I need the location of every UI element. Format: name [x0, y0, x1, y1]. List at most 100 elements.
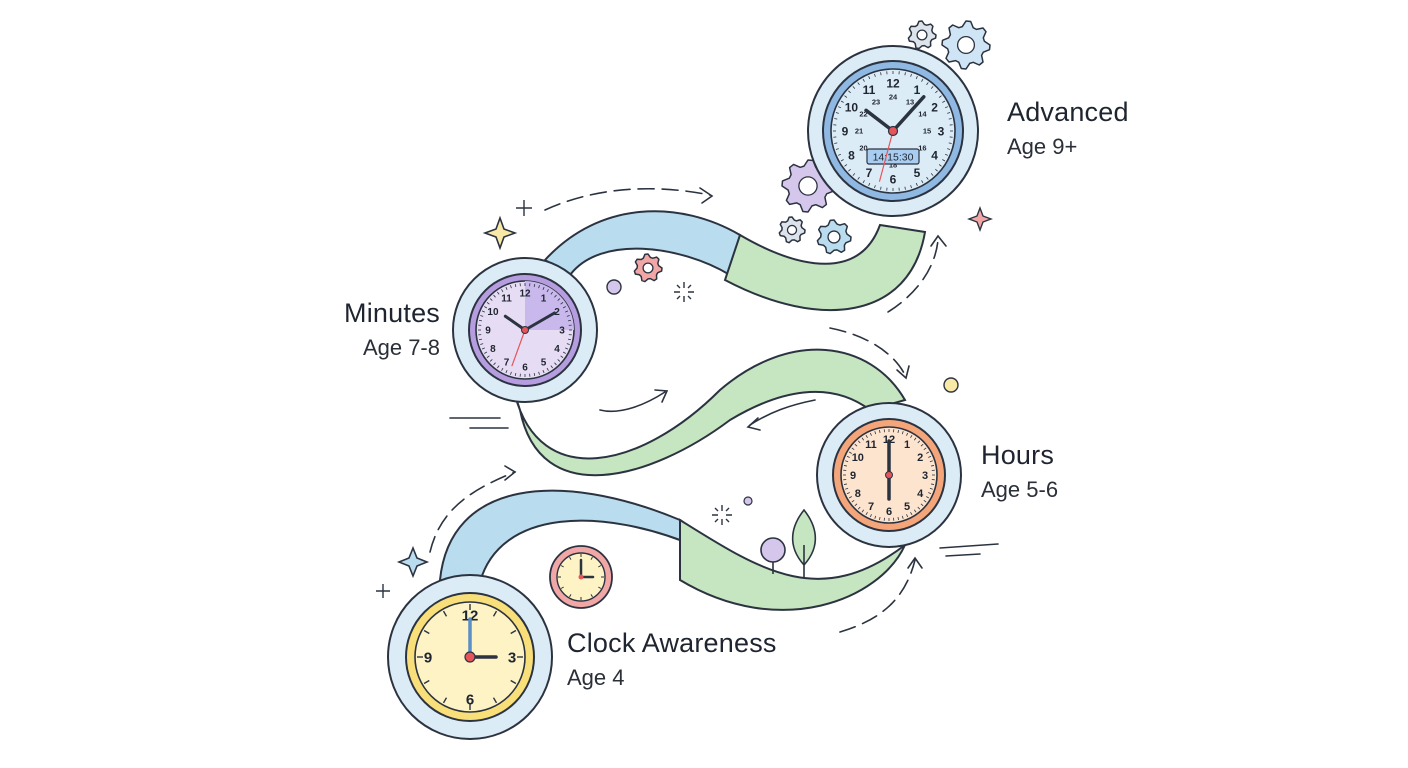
clock-tick: [554, 362, 557, 366]
sparkle-icon: [967, 206, 993, 232]
clock-numeral: 1: [541, 294, 547, 305]
clock-tick: [538, 371, 540, 375]
clock-tick: [904, 186, 906, 190]
clock-tick: [542, 286, 545, 290]
clock-tick: [590, 594, 593, 598]
clock-tick: [904, 72, 906, 76]
stage-title: Minutes: [344, 298, 440, 328]
clock-tick: [928, 492, 932, 495]
clock-tick: [838, 153, 842, 156]
clock-tick: [862, 180, 865, 184]
clock-tick: [942, 100, 946, 103]
clock-tick: [923, 447, 927, 451]
clock-tick: [865, 434, 868, 438]
small-clock-icon: [549, 545, 613, 609]
clock-tick: [562, 306, 566, 309]
clock-tick: [865, 512, 868, 516]
clock-numeral: 6: [466, 691, 474, 708]
clock-numeral: 4: [917, 488, 924, 500]
clock-tick: [852, 86, 856, 89]
clock-tick: [480, 315, 484, 317]
clock-tick: [550, 365, 553, 369]
clock-tick: [938, 164, 942, 167]
clock-tick: [897, 429, 899, 434]
clock-quarter-shade: [525, 281, 574, 330]
stage-title: Hours: [981, 440, 1055, 470]
clock-tick: [868, 76, 871, 80]
digital-time: 14:15:30: [873, 152, 914, 164]
clock-tick: [442, 610, 448, 617]
clock-tick: [480, 343, 484, 345]
clock-second-hand: [878, 130, 894, 182]
clock-tick: [926, 496, 930, 499]
clock-second-hand: [511, 329, 526, 367]
clock-tick: [862, 78, 865, 82]
dot: [943, 377, 959, 393]
clock-tick: [423, 629, 430, 635]
clock-tick: [915, 182, 918, 186]
clock-numeral: 11: [501, 294, 512, 305]
sparkle-icon: [482, 215, 518, 251]
clock-tick: [560, 355, 564, 358]
clock-tick: [501, 367, 504, 371]
clock-tick: [921, 78, 924, 82]
clock-tick: [926, 82, 929, 86]
clock-tick: [874, 73, 876, 77]
clock-tick: [843, 483, 848, 485]
arrowhead: [654, 389, 669, 403]
clock-numeral: 21: [855, 127, 863, 136]
burst-icon: [712, 505, 732, 525]
clock-numeral: 5: [541, 358, 547, 369]
arrowhead: [896, 365, 910, 380]
clock-tick: [598, 586, 602, 589]
ribbon-green-middle: [514, 348, 907, 477]
clock-numeral: 3: [508, 649, 516, 666]
arrow-bottom-left: [429, 471, 516, 553]
clock-tick: [569, 594, 572, 598]
clock-tick: [497, 291, 500, 295]
gear-hole: [916, 29, 928, 41]
dot: [743, 496, 753, 506]
clock-numeral: 2: [554, 307, 560, 318]
clock-tick: [497, 365, 500, 369]
clock-tick: [948, 118, 952, 120]
tree-icon: [791, 508, 817, 578]
clock-numeral: 4: [554, 344, 560, 355]
clock-tick: [879, 429, 881, 434]
clock-numeral: 4: [931, 148, 938, 162]
clock-numeral: 3: [922, 470, 928, 482]
clock-numeral: 10: [852, 452, 864, 464]
clock-hour-hand: [864, 108, 895, 133]
clock-tick: [930, 465, 935, 467]
arrow-middle-return: [749, 399, 816, 426]
clock-numeral: 6: [886, 506, 892, 518]
clock-numeral: 12: [886, 76, 900, 90]
clock-tick: [844, 164, 848, 167]
clock-tick: [928, 455, 932, 458]
clock-tick: [926, 451, 930, 454]
clock-tick: [930, 86, 934, 89]
arrowhead: [930, 234, 947, 247]
clock-tick: [944, 153, 948, 156]
clock-tick: [493, 294, 496, 298]
tree-icon: [760, 537, 786, 574]
clock-numeral: 5: [914, 166, 921, 180]
clock-numeral: 2: [917, 452, 923, 464]
sparkle-icon: [376, 584, 390, 598]
speed-lines-right: [939, 543, 999, 557]
clock-tick: [510, 285, 512, 289]
clock-numeral: 8: [848, 148, 855, 162]
clock-tick: [897, 516, 899, 521]
clock-numeral: 9: [424, 649, 432, 666]
flow-arrows: [429, 187, 999, 633]
stage-age: Age 7-8: [362, 335, 440, 360]
clock-tick: [929, 487, 933, 490]
arrow-middle-right: [829, 327, 906, 376]
clock-numeral: 10: [487, 307, 499, 318]
clock-numeral: 7: [504, 358, 510, 369]
clock-tick: [565, 347, 569, 350]
clock-tick: [874, 431, 877, 435]
arrow-middle-inner: [599, 391, 666, 413]
